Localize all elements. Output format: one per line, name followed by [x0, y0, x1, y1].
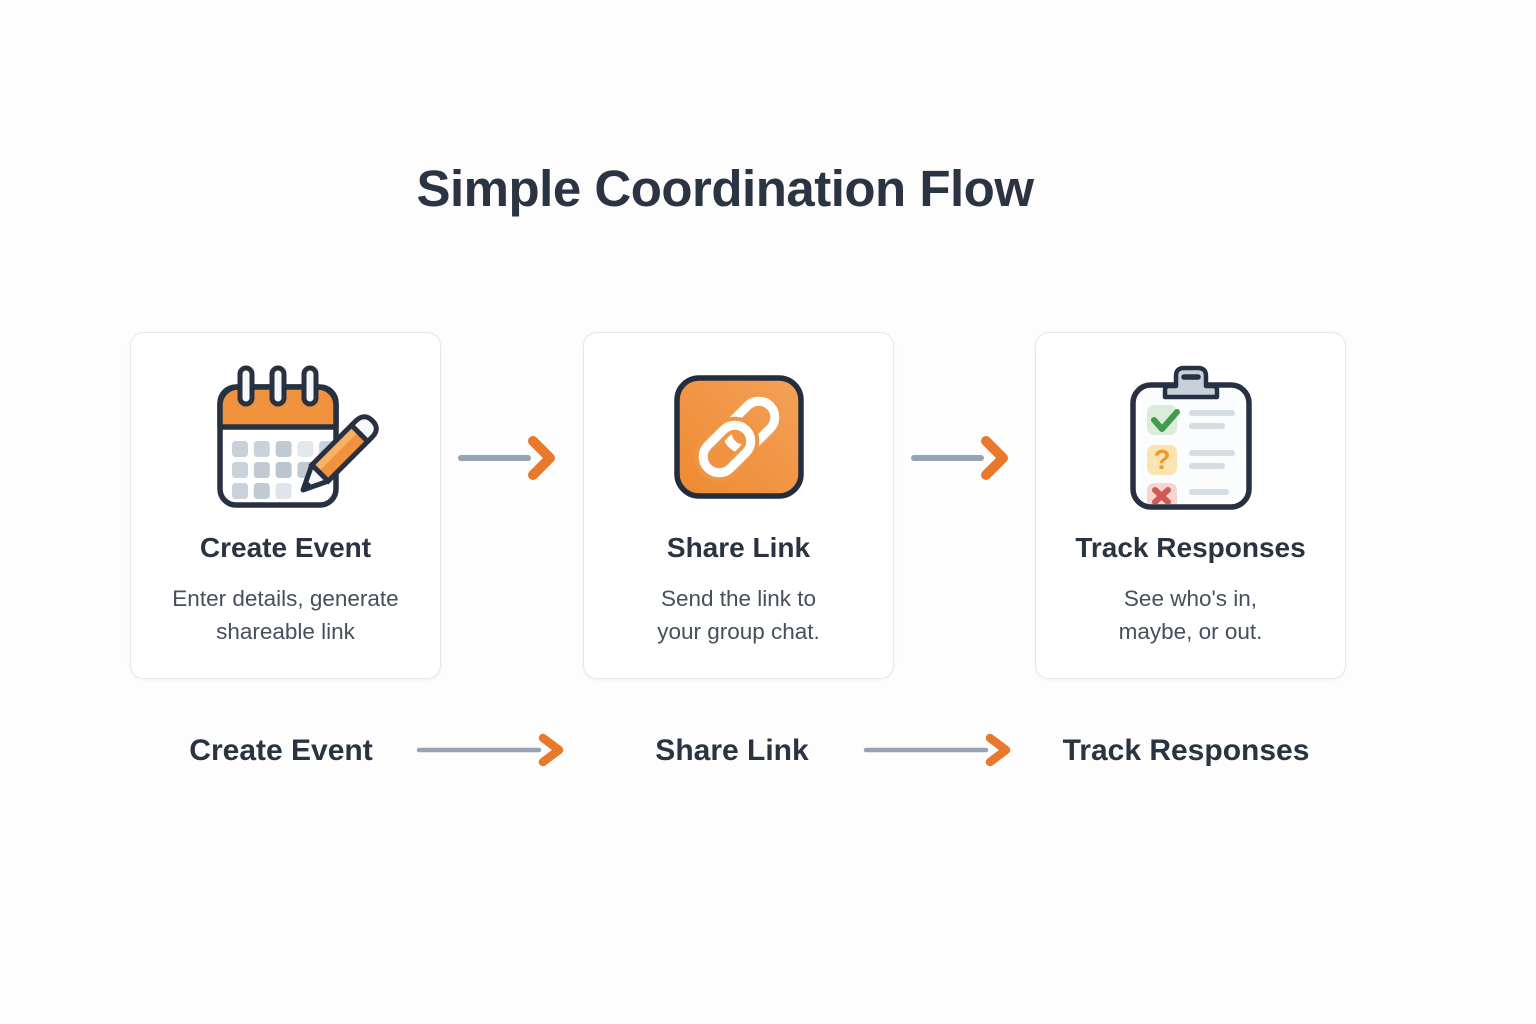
- step-description: Enter details, generate shareable link: [172, 586, 399, 644]
- step-title: Track Responses: [1075, 532, 1306, 563]
- step-description: See who's in, maybe, or out.: [1118, 586, 1263, 644]
- summary-label-track-responses: Track Responses: [1062, 734, 1310, 767]
- step-card-track-responses: ? Track Responses See who's in, maybe, o…: [1035, 332, 1346, 679]
- summary-label-create-event: Create Event: [189, 734, 373, 767]
- step-title: Share Link: [666, 532, 811, 563]
- calendar-pencil-icon: [216, 365, 379, 508]
- flow-arrow-1-icon: [455, 434, 559, 487]
- step-description: Send the link to your group chat.: [657, 586, 820, 644]
- summary-arrow-1-icon: [415, 733, 573, 772]
- link-icon: [673, 375, 804, 499]
- page-title: Simple Coordination Flow: [416, 160, 1034, 217]
- step-card-create-event: Create Event Enter details, generate sha…: [130, 332, 441, 679]
- step-title: Create Event: [199, 532, 372, 563]
- summary-label-share-link: Share Link: [655, 734, 809, 767]
- flow-arrow-2-icon: [908, 434, 1012, 487]
- summary-arrow-2-icon: [862, 733, 1020, 772]
- svg-text:?: ?: [1153, 444, 1170, 475]
- clipboard-checklist-icon: ?: [1129, 365, 1252, 510]
- step-card-share-link: Share Link Send the link to your group c…: [583, 332, 894, 679]
